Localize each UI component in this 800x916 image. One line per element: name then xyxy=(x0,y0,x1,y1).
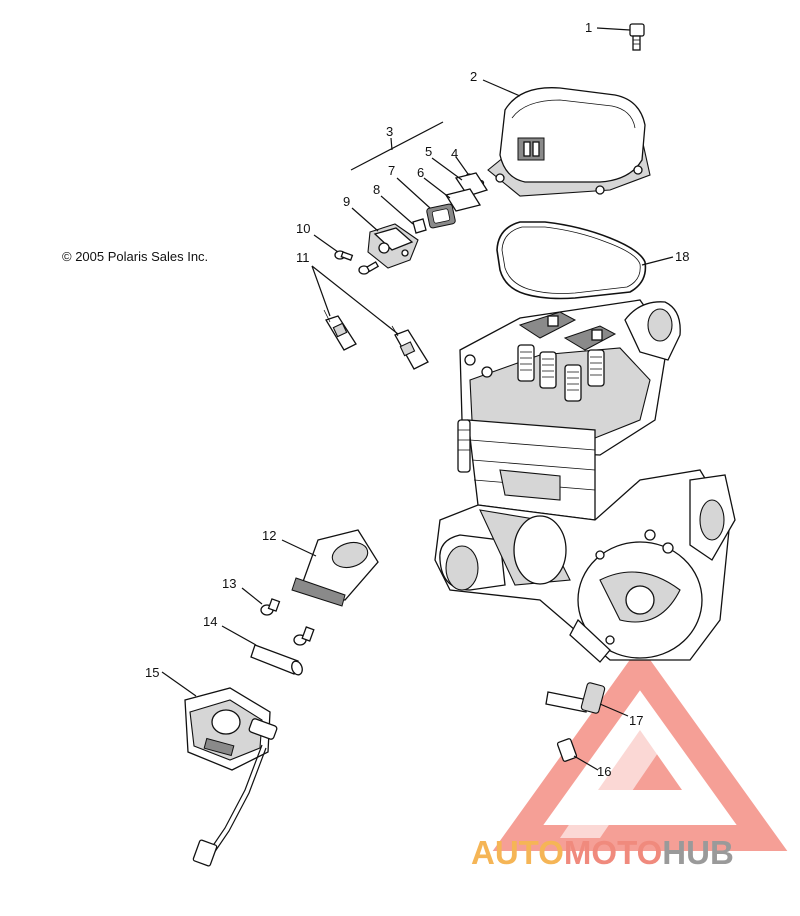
part-15-throttle-body xyxy=(184,687,278,867)
watermark-text: AUTOMOTOHUB xyxy=(471,834,734,871)
callout-18: 18 xyxy=(675,249,689,264)
part-9-module xyxy=(367,223,419,269)
part-6-plate xyxy=(444,188,482,212)
callout-3: 3 xyxy=(386,124,393,139)
part-14-pin xyxy=(250,644,303,676)
svg-text:AUTOMOTOHUB: AUTOMOTOHUB xyxy=(471,834,734,871)
part-2-valve-cover xyxy=(487,87,651,197)
callout-4: 4 xyxy=(451,146,458,161)
callout-12: 12 xyxy=(262,528,276,543)
callout-14: 14 xyxy=(203,614,217,629)
callout-16: 16 xyxy=(597,764,611,779)
callout-15: 15 xyxy=(145,665,159,680)
callout-2: 2 xyxy=(470,69,477,84)
leader-8 xyxy=(380,195,414,225)
engine-assembly xyxy=(434,299,736,663)
leader-4 xyxy=(455,156,469,175)
callout-5: 5 xyxy=(425,144,432,159)
leader-11a xyxy=(311,265,331,317)
part-1-bolt xyxy=(629,23,645,51)
callout-11: 11 xyxy=(296,250,310,265)
callout-6: 6 xyxy=(417,165,424,180)
leader-13 xyxy=(241,587,263,605)
leader-18 xyxy=(641,256,674,266)
callout-7: 7 xyxy=(388,163,395,178)
leader-16 xyxy=(573,755,599,771)
part-16-fitting xyxy=(556,738,578,762)
part-12-intake-boot xyxy=(291,529,379,607)
leader-10 xyxy=(313,234,339,253)
watermark-logo xyxy=(492,645,788,851)
callout-17: 17 xyxy=(629,713,643,728)
leader-9 xyxy=(351,207,379,232)
copyright-notice: © 2005 Polaris Sales Inc. xyxy=(62,249,209,264)
leader-17 xyxy=(599,703,629,717)
watermark-automoto: AUTOMOTO xyxy=(471,834,662,871)
leader-11b xyxy=(311,265,399,335)
callout-10: 10 xyxy=(296,221,310,236)
part-11-spark-plug-b xyxy=(391,325,429,370)
leader-3 xyxy=(390,137,393,151)
leader-12 xyxy=(281,539,317,557)
callout-labels: 1 2 3 4 5 6 7 8 9 10 11 12 13 14 15 16 1… xyxy=(145,20,689,779)
part-11-spark-plug-a xyxy=(323,309,357,351)
callout-13: 13 xyxy=(222,576,236,591)
part-7-gasket xyxy=(426,203,456,229)
callout-1: 1 xyxy=(585,20,592,35)
leader-1 xyxy=(596,27,631,31)
part-17-sensor xyxy=(545,682,606,714)
leader-7 xyxy=(396,177,431,209)
part-8-seal xyxy=(412,218,427,234)
callout-9: 9 xyxy=(343,194,350,209)
watermark-hub: HUB xyxy=(662,834,734,871)
part-10-screw xyxy=(334,250,380,275)
part-18-gasket xyxy=(496,221,647,300)
leader-6 xyxy=(423,177,451,199)
leader-15 xyxy=(161,671,197,697)
callout-8: 8 xyxy=(373,182,380,197)
leader-2 xyxy=(482,79,521,97)
leader-14 xyxy=(221,625,257,646)
leader-5 xyxy=(431,157,463,181)
leader-3-group xyxy=(350,121,444,171)
part-13-bolt xyxy=(260,598,315,646)
